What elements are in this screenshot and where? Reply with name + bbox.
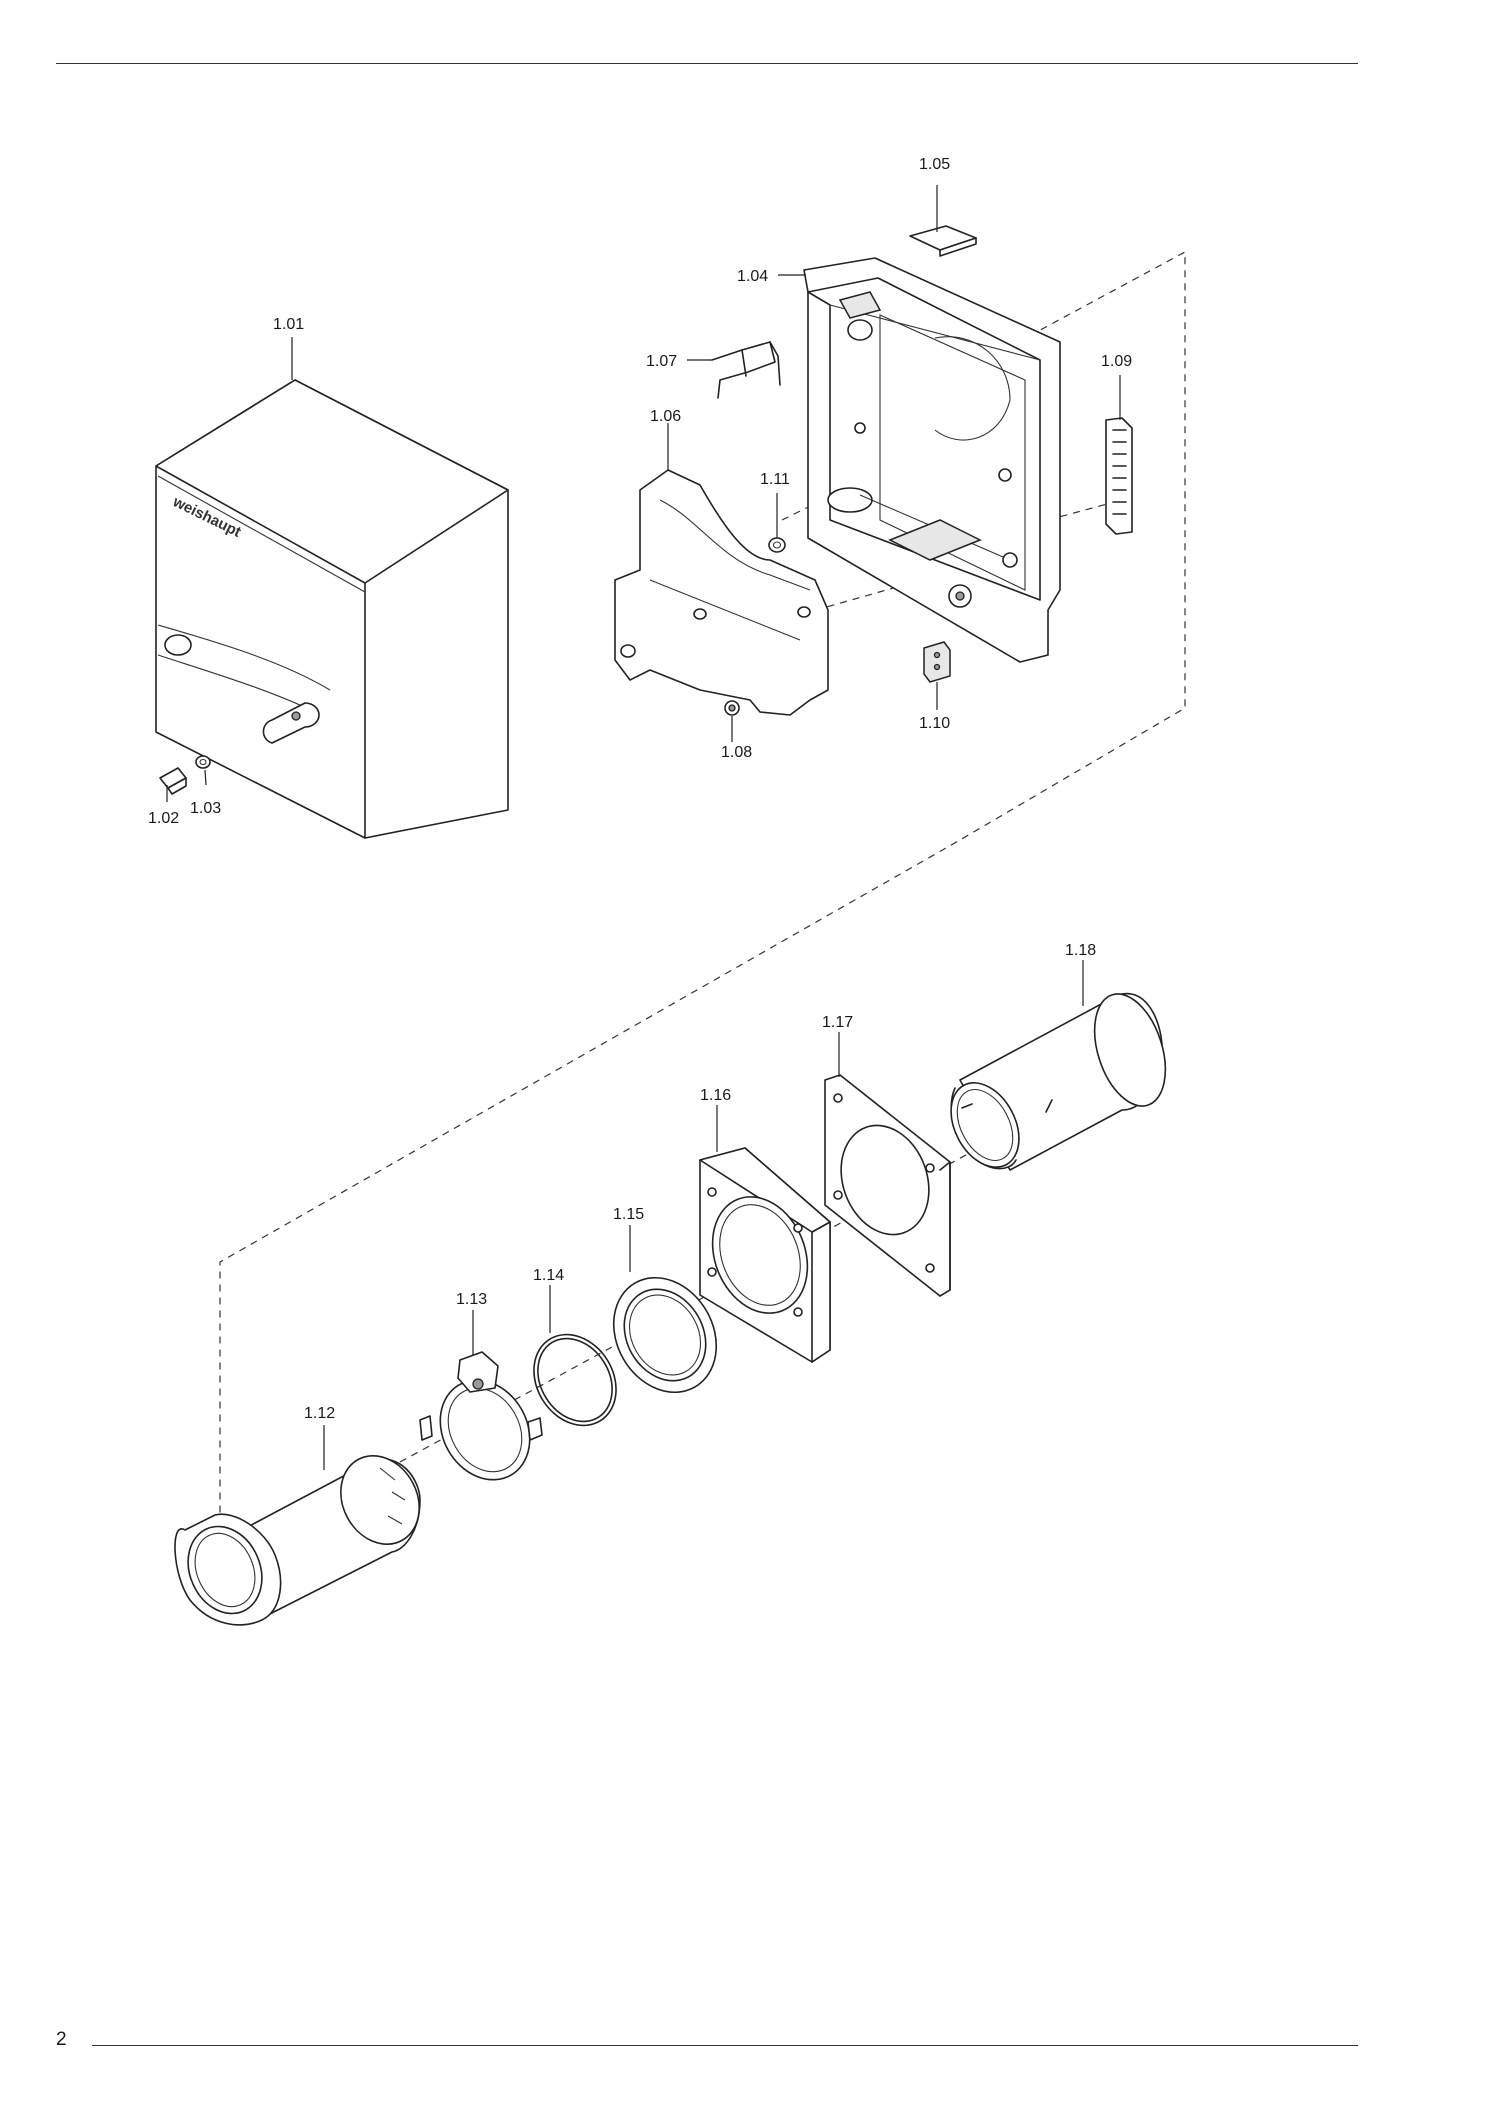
- part-1-12-blast-tube: [174, 1455, 421, 1626]
- part-1-16-flange: [699, 1147, 831, 1363]
- part-1-02-screw: [159, 767, 187, 795]
- label-1-14: 1.14: [533, 1267, 564, 1284]
- label-1-13: 1.13: [456, 1291, 487, 1308]
- part-1-03-washer: [195, 755, 211, 769]
- part-1-08-nut: [724, 700, 740, 716]
- part-1-17-flange-gasket: [824, 1074, 951, 1297]
- part-1-06-bracket: [614, 469, 829, 716]
- part-1-09-grille: [1105, 417, 1133, 535]
- label-1-15: 1.15: [613, 1206, 644, 1223]
- label-1-10: 1.10: [919, 715, 950, 732]
- label-1-06: 1.06: [650, 408, 681, 425]
- label-1-08: 1.08: [721, 744, 752, 761]
- label-1-01: 1.01: [273, 316, 304, 333]
- top-rule: [56, 63, 1358, 64]
- label-1-12: 1.12: [304, 1405, 335, 1422]
- label-1-02: 1.02: [148, 810, 179, 827]
- part-1-05-cover-plate: [909, 225, 977, 257]
- label-1-18: 1.18: [1065, 942, 1096, 959]
- part-1-15-gasket-ring: [612, 1276, 718, 1394]
- part-1-18-flame-tube: [950, 992, 1167, 1171]
- label-1-03: 1.03: [190, 800, 221, 817]
- page-number: 2: [56, 2029, 67, 2050]
- label-1-05: 1.05: [919, 156, 950, 173]
- part-1-13-clamp: [419, 1351, 543, 1481]
- leader-lines: [166, 185, 1121, 1470]
- label-1-09: 1.09: [1101, 353, 1132, 370]
- part-1-10-connector: [923, 641, 951, 683]
- label-1-17: 1.17: [822, 1014, 853, 1031]
- label-1-11: 1.11: [760, 471, 790, 488]
- part-1-04-housing: [803, 257, 1061, 663]
- label-1-16: 1.16: [700, 1087, 731, 1104]
- part-1-14-ring: [533, 1333, 617, 1427]
- part-labels: 1.01 1.02 1.03 1.04 1.05 1.06 1.07 1.08 …: [148, 156, 1132, 1422]
- label-1-04: 1.04: [737, 268, 768, 285]
- label-1-07: 1.07: [646, 353, 677, 370]
- part-1-01-cover: weishaupt: [155, 379, 509, 839]
- part-1-07-clip: [711, 341, 781, 399]
- part-1-11-stud: [768, 537, 786, 553]
- bottom-rule: [92, 2045, 1358, 2046]
